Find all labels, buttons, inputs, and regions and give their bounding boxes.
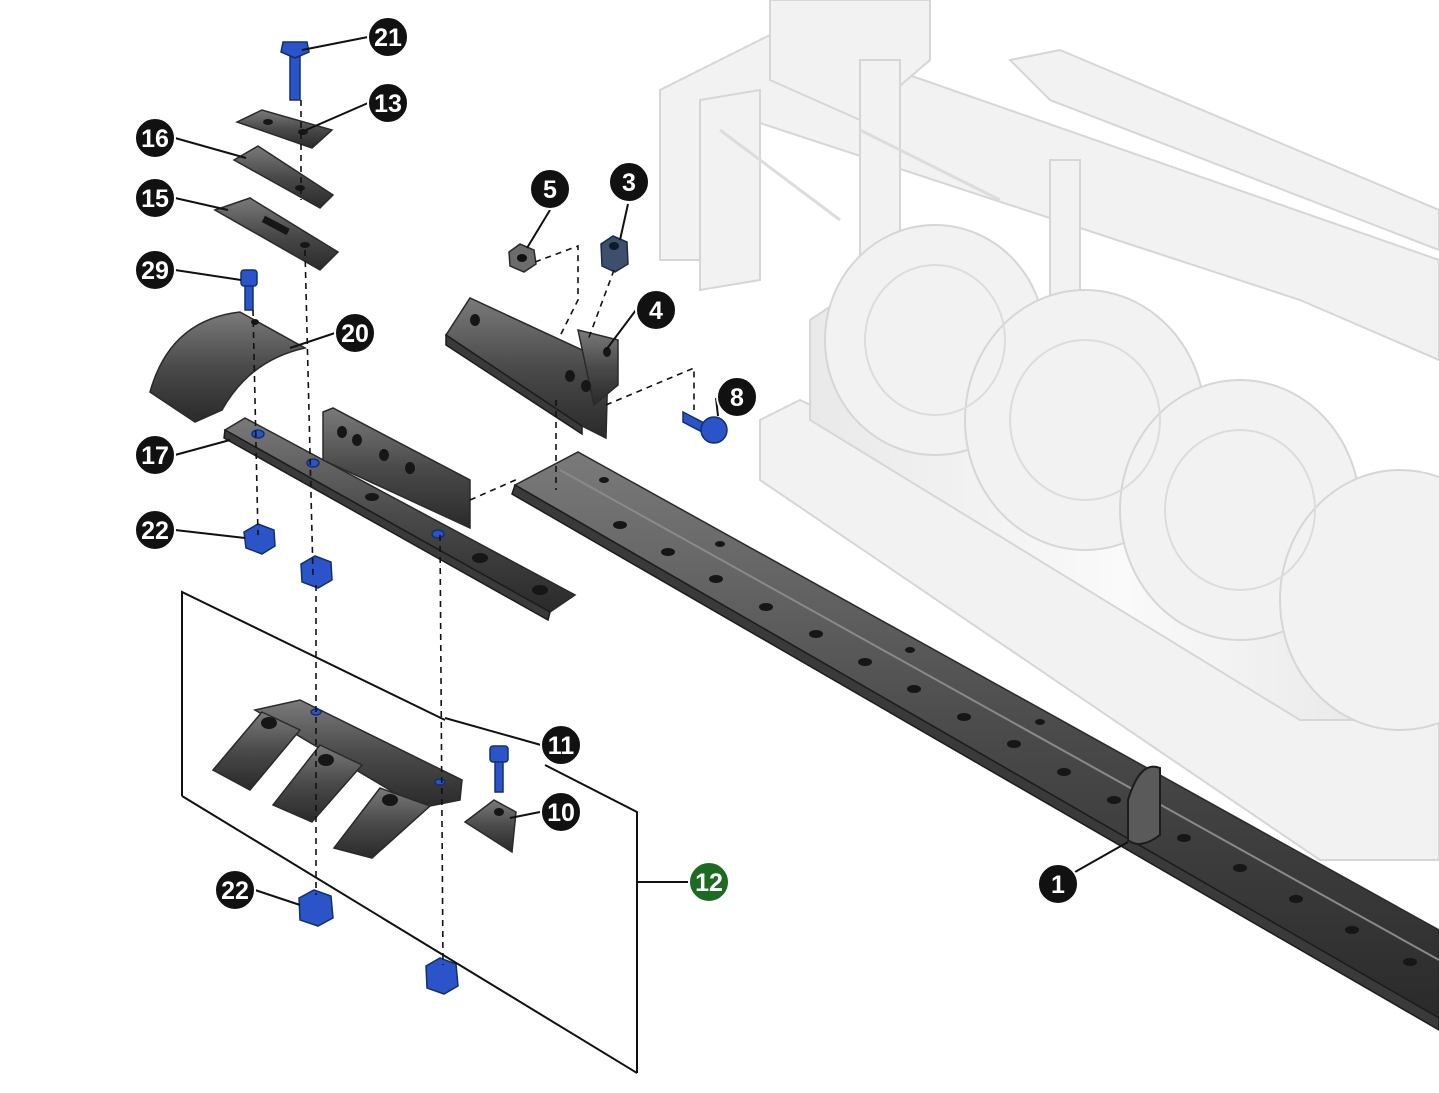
callout-circle: [716, 376, 758, 418]
callout-circle: [214, 869, 256, 911]
nut-3: [600, 235, 629, 273]
bolt-8: [682, 410, 728, 444]
callout-circle: [134, 509, 176, 551]
callout-label: 10: [547, 799, 575, 827]
callout-c11: 11: [540, 724, 582, 766]
knife-section: [211, 699, 463, 859]
callout-label: 22: [221, 877, 249, 905]
callout-c5: 5: [529, 168, 571, 210]
callout-c29: 29: [134, 249, 176, 291]
callout-c12: 12: [688, 861, 730, 903]
callout-label: 12: [695, 869, 723, 897]
plate-16: [232, 145, 335, 209]
hold-down-10: [463, 745, 517, 854]
callout-label: 3: [622, 169, 636, 197]
callout-circle: [540, 724, 582, 766]
callout-label: 15: [141, 185, 169, 213]
callout-label: 20: [341, 320, 369, 348]
callout-label: 5: [543, 176, 557, 204]
callout-circle: [134, 177, 176, 219]
callout-circle: [334, 312, 376, 354]
bolt-29: [240, 269, 258, 311]
callout-circle: [134, 434, 176, 476]
callout-c22b: 22: [214, 869, 256, 911]
callout-label: 4: [649, 297, 663, 325]
callout-label: 17: [141, 442, 169, 470]
callout-circle: [367, 82, 409, 124]
callout-circle: [608, 161, 650, 203]
callout-label: 13: [374, 90, 402, 118]
callout-c10: 10: [540, 791, 582, 833]
callout-c21: 21: [367, 16, 409, 58]
callout-markers: 21 13 16 15 29 20 17 22 5 3 4 8 11 10 12 22 1: [134, 16, 1079, 911]
knife-bar: [511, 451, 1439, 1031]
callout-circle: [529, 168, 571, 210]
assembly-12-frame: [181, 590, 690, 1074]
bolt-21: [280, 41, 310, 101]
callout-circle: [540, 791, 582, 833]
callout-circle: [134, 117, 176, 159]
bracket-4: [444, 297, 619, 440]
leader-lines: [174, 36, 1129, 906]
bar-holes: [599, 477, 1417, 966]
callout-c3: 3: [608, 161, 650, 203]
callout-circle: [1037, 863, 1079, 905]
curved-shield: [149, 311, 308, 423]
callout-label: 8: [730, 384, 744, 412]
callout-c8: 8: [716, 376, 758, 418]
callout-c16: 16: [134, 117, 176, 159]
callout-c22a: 22: [134, 509, 176, 551]
callout-label: 21: [374, 24, 402, 52]
background-machine: [659, 0, 1439, 861]
mounting-bar: [223, 407, 577, 622]
callout-label: 29: [141, 257, 169, 285]
callout-c1: 1: [1037, 863, 1079, 905]
callout-c4: 4: [635, 289, 677, 331]
callout-label: 11: [548, 732, 575, 760]
nut-5: [508, 243, 537, 273]
callout-label: 22: [141, 517, 169, 545]
callout-circle: [367, 16, 409, 58]
callout-circle: [134, 249, 176, 291]
callout-c17: 17: [134, 434, 176, 476]
callout-label: 16: [141, 125, 169, 153]
callout-c15: 15: [134, 177, 176, 219]
plate-13: [235, 109, 334, 149]
callout-circle: [688, 861, 730, 903]
callout-label: 1: [1051, 871, 1065, 899]
assembly-lines: [252, 100, 695, 966]
plate-15: [213, 197, 340, 271]
callout-c13: 13: [367, 82, 409, 124]
callout-c20: 20: [334, 312, 376, 354]
callout-circle: [635, 289, 677, 331]
nuts-22: [243, 523, 459, 995]
